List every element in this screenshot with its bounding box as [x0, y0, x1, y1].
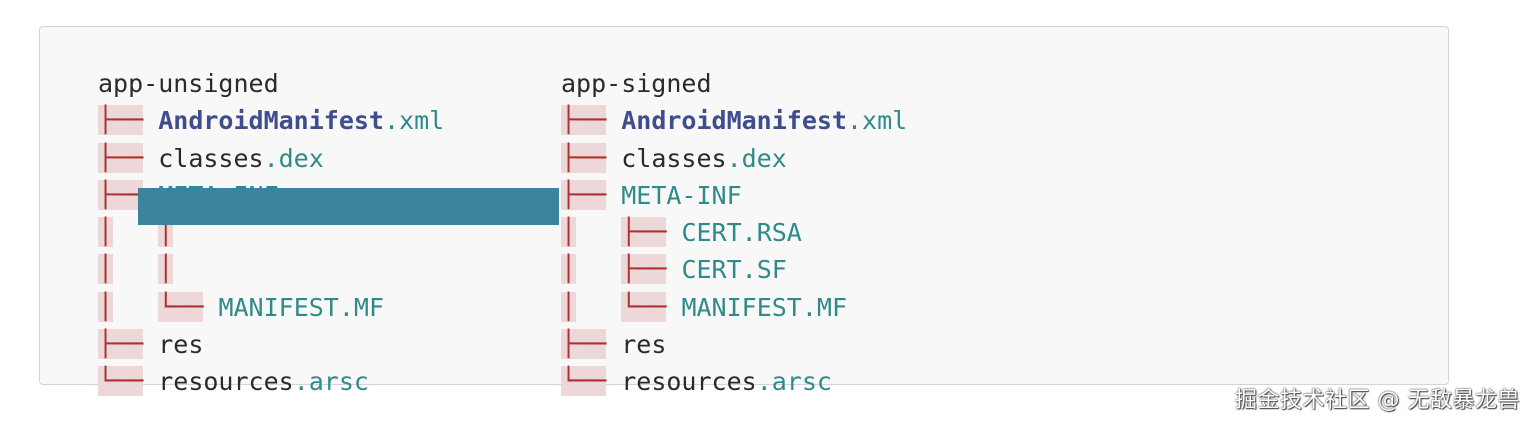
folder-name: res	[158, 330, 204, 360]
tree-last-glyph: └──	[561, 366, 607, 397]
tree-branch-glyph: ├──	[98, 329, 144, 360]
file-name: CERT.SF	[681, 255, 787, 285]
file-name: classes	[158, 143, 264, 173]
tree-branch-glyph: ├──	[561, 329, 607, 360]
root-label: app-signed	[561, 69, 712, 98]
file-name: AndroidManifest	[621, 106, 847, 136]
tree-branch-glyph: ├──	[98, 105, 144, 136]
file-ext: .xml	[384, 106, 445, 136]
tree-branch-glyph: ├──	[621, 217, 667, 248]
file-ext: .dex	[726, 143, 787, 173]
file-name: CERT.RSA	[681, 218, 802, 248]
tree-line-meta-inf: ├── META-INF	[561, 177, 907, 214]
file-name: MANIFEST.MF	[681, 292, 848, 322]
file-ext: .arsc	[756, 367, 832, 397]
tree-branch-glyph: ├──	[98, 179, 144, 210]
file-name: MANIFEST.MF	[218, 292, 385, 322]
folder-name: META-INF	[621, 180, 742, 210]
tree-line-resources: └── resources.arsc	[561, 363, 907, 400]
tree-branch-glyph: ├──	[561, 142, 607, 173]
tree-branch-glyph: ├──	[98, 142, 144, 173]
tree-pipe-glyph: │	[561, 254, 577, 285]
tree-line-classes: ├── classes.dex	[98, 140, 444, 177]
tree-line-manifest-mf: │ └── MANIFEST.MF	[98, 289, 444, 326]
tree-last-glyph: └──	[621, 291, 667, 322]
tree-signed: app-signed ├── AndroidManifest.xml ├── c…	[561, 65, 907, 401]
tree-line-res: ├── res	[561, 326, 907, 363]
tree-line-cert-sf: │ ├── CERT.SF	[561, 251, 907, 288]
tree-line-classes: ├── classes.dex	[561, 140, 907, 177]
tree-pipe-glyph: │	[98, 217, 114, 248]
tree-pipe-glyph: │	[158, 254, 174, 285]
tree-pipe-glyph: │	[561, 217, 577, 248]
tree-pipe-glyph: │	[98, 254, 114, 285]
file-ext: .arsc	[293, 367, 369, 397]
tree-line-manifest-mf: │ └── MANIFEST.MF	[561, 289, 907, 326]
tree-branch-glyph: ├──	[621, 254, 667, 285]
tree-branch-glyph: ├──	[561, 105, 607, 136]
root-label: app-unsigned	[98, 69, 279, 98]
watermark-text: 掘金技术社区 @ 无敌暴龙兽	[1235, 388, 1520, 413]
file-name: resources	[621, 367, 757, 397]
file-name: classes	[621, 143, 727, 173]
tree-branch-glyph: ├──	[561, 179, 607, 210]
tree-line-manifest: ├── AndroidManifest.xml	[98, 102, 444, 139]
tree-line-cert-rsa: │ ├── CERT.RSA	[561, 214, 907, 251]
tree-line-manifest: ├── AndroidManifest.xml	[561, 102, 907, 139]
tree-line-res: ├── res	[98, 326, 444, 363]
file-ext: .xml	[847, 106, 908, 136]
file-ext: .dex	[263, 143, 324, 173]
highlight-bar	[138, 188, 559, 225]
file-name: resources	[158, 367, 294, 397]
tree-line-resources: └── resources.arsc	[98, 363, 444, 400]
tree-root: app-signed	[561, 65, 907, 102]
tree-pipe-glyph: │	[98, 291, 114, 322]
file-name: AndroidManifest	[158, 106, 384, 136]
tree-line-blank-2: │ │	[98, 251, 444, 288]
folder-name: res	[621, 330, 667, 360]
tree-unsigned: app-unsigned ├── AndroidManifest.xml ├──…	[98, 65, 444, 401]
tree-pipe-glyph: │	[561, 291, 577, 322]
tree-last-glyph: └──	[98, 366, 144, 397]
tree-root: app-unsigned	[98, 65, 444, 102]
tree-last-glyph: └──	[158, 291, 204, 322]
